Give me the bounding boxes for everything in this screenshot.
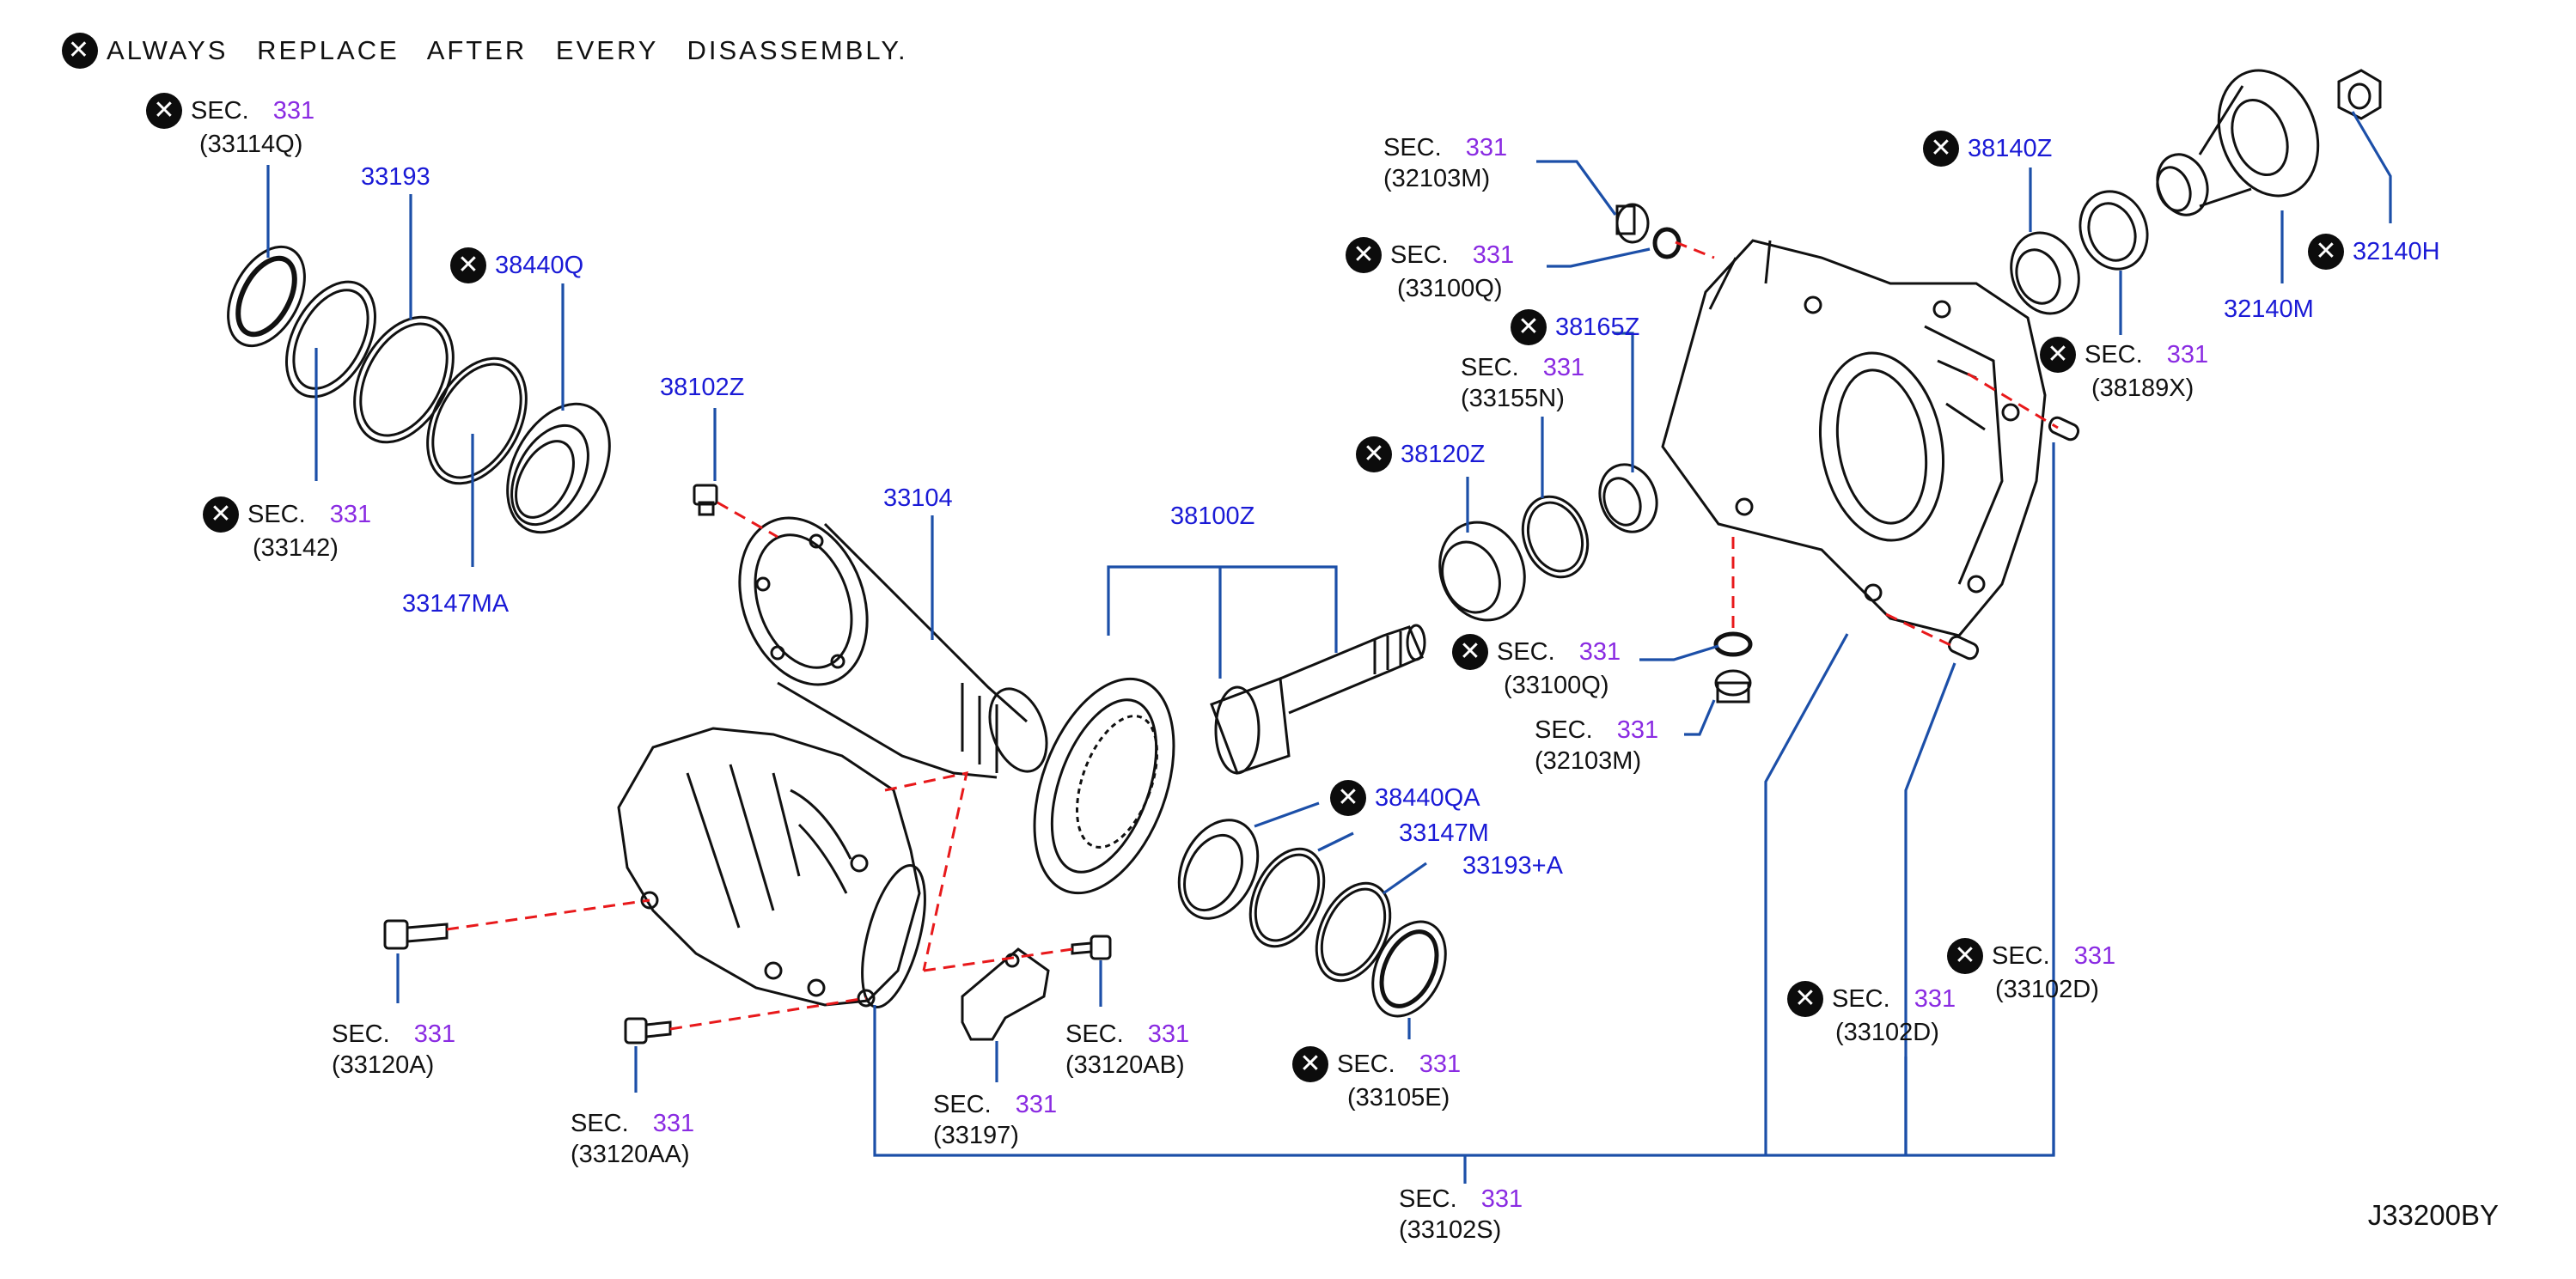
label-38102z: 38102Z — [660, 374, 745, 401]
label-33120ab: SEC.331 (33120AB) — [1065, 1020, 1190, 1079]
drive-pinion-38100z — [1210, 624, 1426, 775]
assembly-dash-lines — [446, 241, 2059, 1031]
x-circle-icon: ✕ — [1511, 309, 1547, 345]
bearing-38165z — [1598, 463, 1658, 533]
bearing-38120z — [1438, 521, 1526, 622]
label-33120aa: SEC.331 (33120AA) — [571, 1110, 695, 1168]
x-circle-icon: ✕ — [450, 247, 486, 283]
x-circle-icon: ✕ — [146, 93, 182, 129]
label-38165z: ✕38165Z — [1511, 309, 1639, 345]
companion-flange-32140m — [2156, 69, 2320, 216]
gasket-33100q-mid — [1713, 631, 1753, 657]
x-circle-icon: ✕ — [1452, 634, 1488, 670]
label-38440qa: ✕38440QA — [1330, 780, 1480, 816]
rear-carrier-housing — [1661, 239, 2047, 637]
replace-note-text: ALWAYS REPLACE AFTER EVERY DISASSEMBLY. — [107, 35, 908, 65]
label-33102s: SEC.331 (33102S) — [1399, 1185, 1523, 1244]
label-33155n: SEC.331 (33155N) — [1461, 354, 1585, 412]
label-33104: 33104 — [883, 484, 953, 512]
label-33147m: 33147M — [1399, 819, 1489, 847]
label-33100q-mid: ✕SEC.331 (33100Q) — [1452, 634, 1621, 701]
label-33102d-right: ✕SEC.331 (33102D) — [1947, 938, 2115, 1005]
x-circle-icon: ✕ — [203, 496, 239, 533]
bearing-38440q — [506, 402, 611, 534]
bracket-33197 — [961, 947, 1050, 1041]
label-32140m: 32140M — [2224, 295, 2314, 323]
x-circle-icon: ✕ — [1292, 1046, 1328, 1082]
x-circle-icon: ✕ — [1947, 938, 1983, 974]
x-circle-icon: ✕ — [1787, 981, 1823, 1017]
label-38120z: ✕38120Z — [1356, 436, 1485, 472]
shim-33193a — [1315, 881, 1392, 983]
shim-33193 — [353, 315, 455, 444]
dowel-pin-33102d-right — [2048, 416, 2080, 442]
drain-plug-32103m-mid — [1714, 669, 1752, 703]
bolt-33120ab — [1071, 935, 1112, 960]
leader-lines — [266, 111, 2392, 1184]
companion-flange-33104 — [738, 516, 1048, 779]
oil-seal-38189x — [2079, 190, 2149, 271]
label-33142: ✕SEC.331 (33142) — [203, 496, 371, 563]
oil-seal-33105e — [1371, 920, 1447, 1018]
label-33147ma: 33147MA — [402, 590, 510, 618]
filler-plug-32103m-top — [1615, 203, 1650, 244]
x-circle-icon: ✕ — [1923, 131, 1959, 167]
label-33105e: ✕SEC.331 (33105E) — [1292, 1046, 1461, 1113]
x-circle-icon: ✕ — [62, 33, 98, 69]
dowel-pin-33102d-left — [1947, 635, 1980, 661]
label-33102d-left: ✕SEC.331 (33102D) — [1787, 981, 1956, 1048]
replace-note: ✕ ALWAYS REPLACE AFTER EVERY DISASSEMBLY… — [62, 33, 908, 69]
plug-38102z — [693, 484, 718, 516]
label-33100q-top: ✕SEC.331 (33100Q) — [1346, 237, 1514, 304]
bolt-33120a — [383, 919, 449, 950]
bearing-38140z — [2010, 231, 2080, 315]
label-32103m-top: SEC.331 (32103M) — [1383, 134, 1508, 192]
x-circle-icon: ✕ — [1330, 780, 1366, 816]
spacer-33147m — [1248, 847, 1326, 948]
x-circle-icon: ✕ — [2308, 234, 2344, 270]
label-38189x: ✕SEC.331 (38189X) — [2040, 337, 2208, 404]
bearing-38440qa — [1177, 819, 1260, 920]
label-33193a: 33193+A — [1462, 852, 1563, 880]
nut-32140h — [2337, 69, 2382, 120]
ring-gear-38100z — [1033, 677, 1175, 895]
label-32140h: ✕32140H — [2308, 234, 2440, 270]
label-38140z: ✕38140Z — [1923, 131, 2052, 167]
bolt-33120aa — [624, 1017, 672, 1045]
label-38100z: 38100Z — [1170, 502, 1255, 530]
diagram-code: J33200BY — [2367, 1199, 2499, 1231]
label-33193: 33193 — [361, 163, 430, 191]
label-33197: SEC.331 (33197) — [933, 1091, 1058, 1149]
x-circle-icon: ✕ — [1356, 436, 1392, 472]
x-circle-icon: ✕ — [1346, 237, 1382, 273]
label-32103m-mid: SEC.331 (32103M) — [1535, 716, 1659, 775]
oil-seal-33114q — [227, 245, 306, 348]
x-circle-icon: ✕ — [2040, 337, 2076, 373]
label-33120a: SEC.331 (33120A) — [332, 1020, 456, 1079]
spacer-33147ma — [426, 356, 528, 485]
front-carrier-housing — [617, 727, 926, 1008]
oil-seal-33142 — [285, 280, 376, 399]
label-33114q: ✕SEC.331 (33114Q) — [146, 93, 314, 160]
label-38440q: ✕38440Q — [450, 247, 583, 283]
